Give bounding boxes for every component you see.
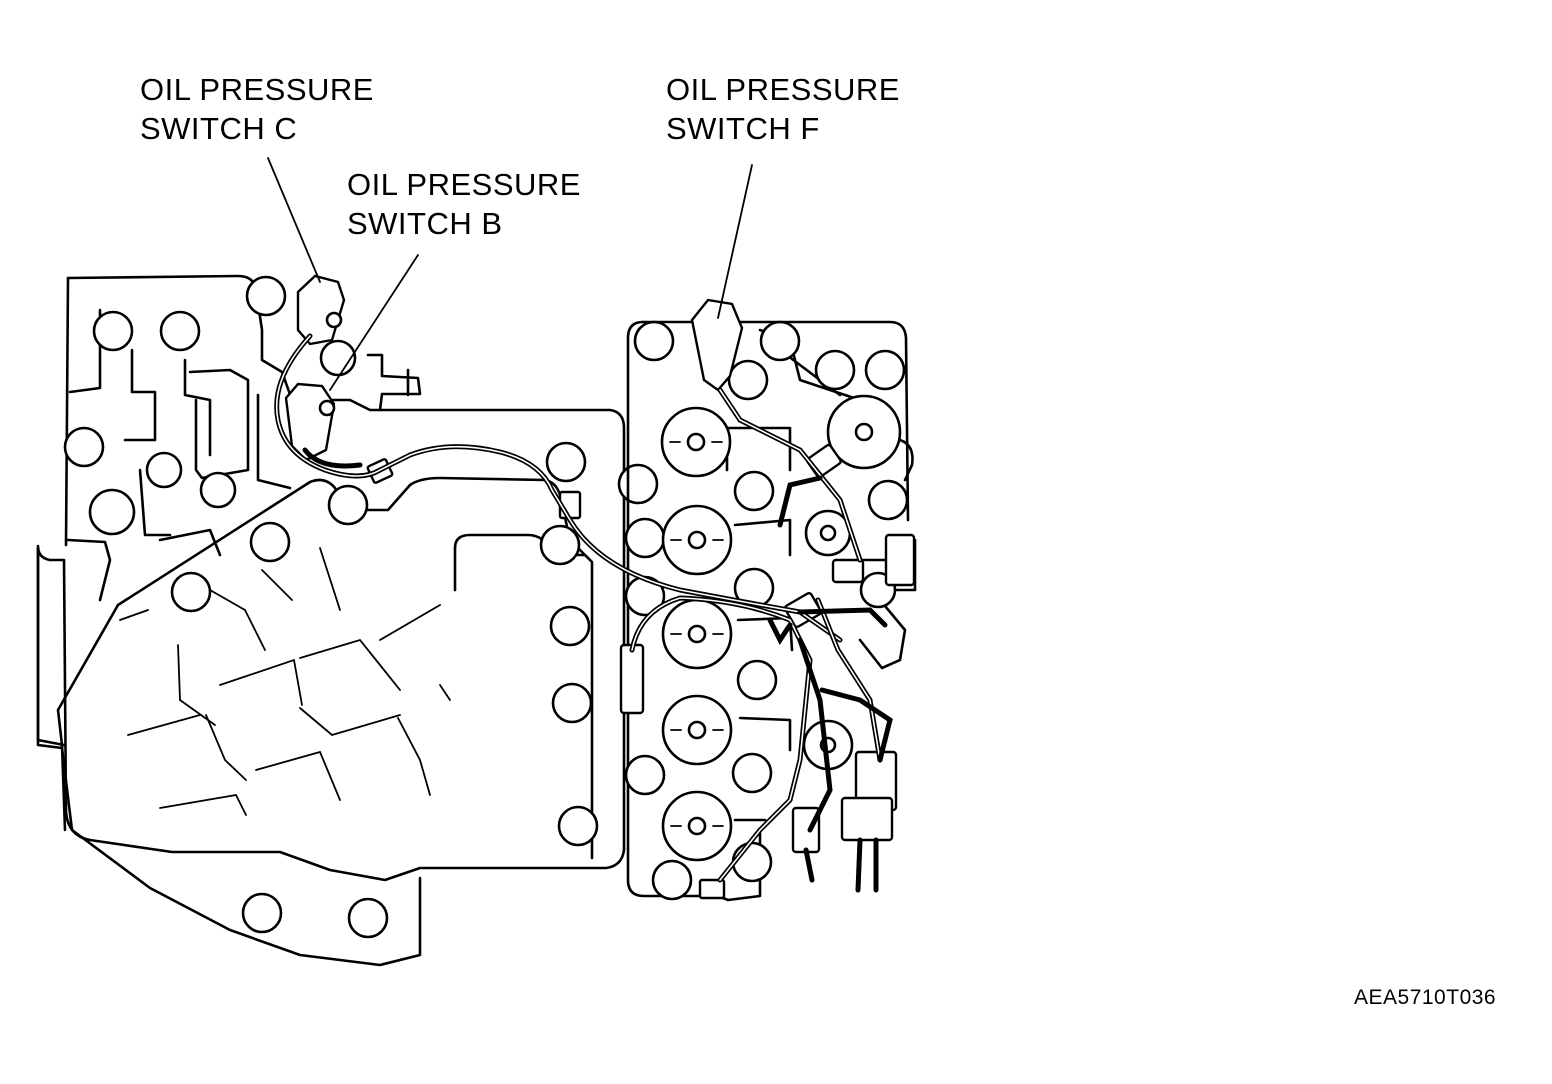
oil-pressure-switch-f <box>690 298 744 392</box>
wire-harness <box>274 333 893 893</box>
figure-code: AEA5710T036 <box>1354 986 1497 1009</box>
left-body-bolt-holes <box>63 275 659 939</box>
leader-lines <box>267 157 753 391</box>
oil-pressure-switch-c <box>296 274 346 346</box>
label-line-1: OIL PRESSURE <box>666 72 900 107</box>
solenoid-5 <box>661 790 733 862</box>
label-oil-pressure-switch-f: OIL PRESSURE SWITCH F <box>666 70 900 148</box>
label-line-1: OIL PRESSURE <box>347 167 581 202</box>
label-line-1: OIL PRESSURE <box>140 72 374 107</box>
solenoid-6 <box>826 394 902 470</box>
leader-switch-b <box>329 254 419 391</box>
solenoid-2 <box>661 504 733 576</box>
left-valve-body <box>36 274 626 967</box>
leader-switch-f <box>717 164 753 319</box>
right-body-bolt-holes <box>624 320 909 901</box>
label-line-2: SWITCH F <box>666 111 820 146</box>
label-oil-pressure-switch-c: OIL PRESSURE SWITCH C <box>140 70 374 148</box>
solenoid-4 <box>661 694 733 766</box>
label-line-2: SWITCH C <box>140 111 298 146</box>
cover-plate <box>56 476 592 832</box>
solenoid-1 <box>660 406 732 478</box>
label-oil-pressure-switch-b: OIL PRESSURE SWITCH B <box>347 165 581 243</box>
solenoid-3 <box>661 598 733 670</box>
leader-switch-c <box>267 157 321 283</box>
label-line-2: SWITCH B <box>347 206 503 241</box>
